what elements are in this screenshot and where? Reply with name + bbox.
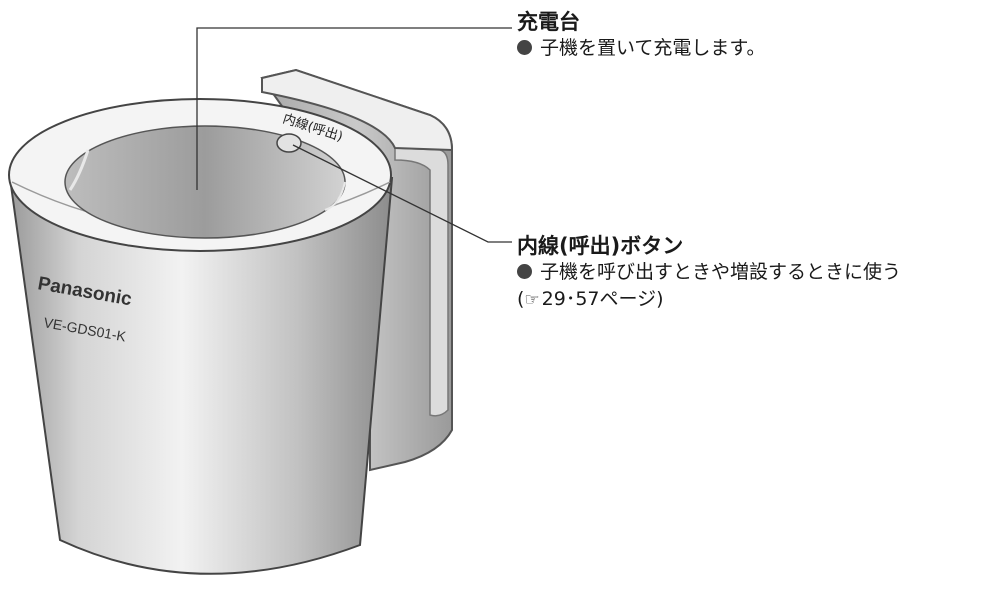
bullet-icon [517,264,532,279]
pointing-hand-icon: ☞ [524,290,540,310]
intercom-button[interactable] [276,133,302,153]
charger-title: 充電台 [517,10,580,34]
intercom-bullet-text: 子機を呼び出すときや増設するときに使う [540,261,902,283]
charger-leader-line [196,27,512,190]
page-reference: (☞29･57ページ) [517,286,901,314]
button-leader-line [292,144,512,243]
intercom-title: 内線(呼出)ボタン [517,234,684,258]
charger-description: 子機を置いて充電します。 [517,35,766,62]
bullet-icon [517,40,532,55]
intercom-description: 子機を呼び出すときや増設するときに使う [517,259,901,286]
charger-bullet-text: 子機を置いて充電します。 [540,37,766,59]
charger-body [8,98,394,575]
intercom-button-callout: 内線(呼出)ボタン 子機を呼び出すときや増設するときに使う (☞29･57ページ… [517,233,901,314]
ref-pages: 29･57ページ) [541,288,664,310]
ref-open-paren: ( [517,288,525,310]
charger-callout: 充電台 子機を置いて充電します。 [517,9,766,62]
